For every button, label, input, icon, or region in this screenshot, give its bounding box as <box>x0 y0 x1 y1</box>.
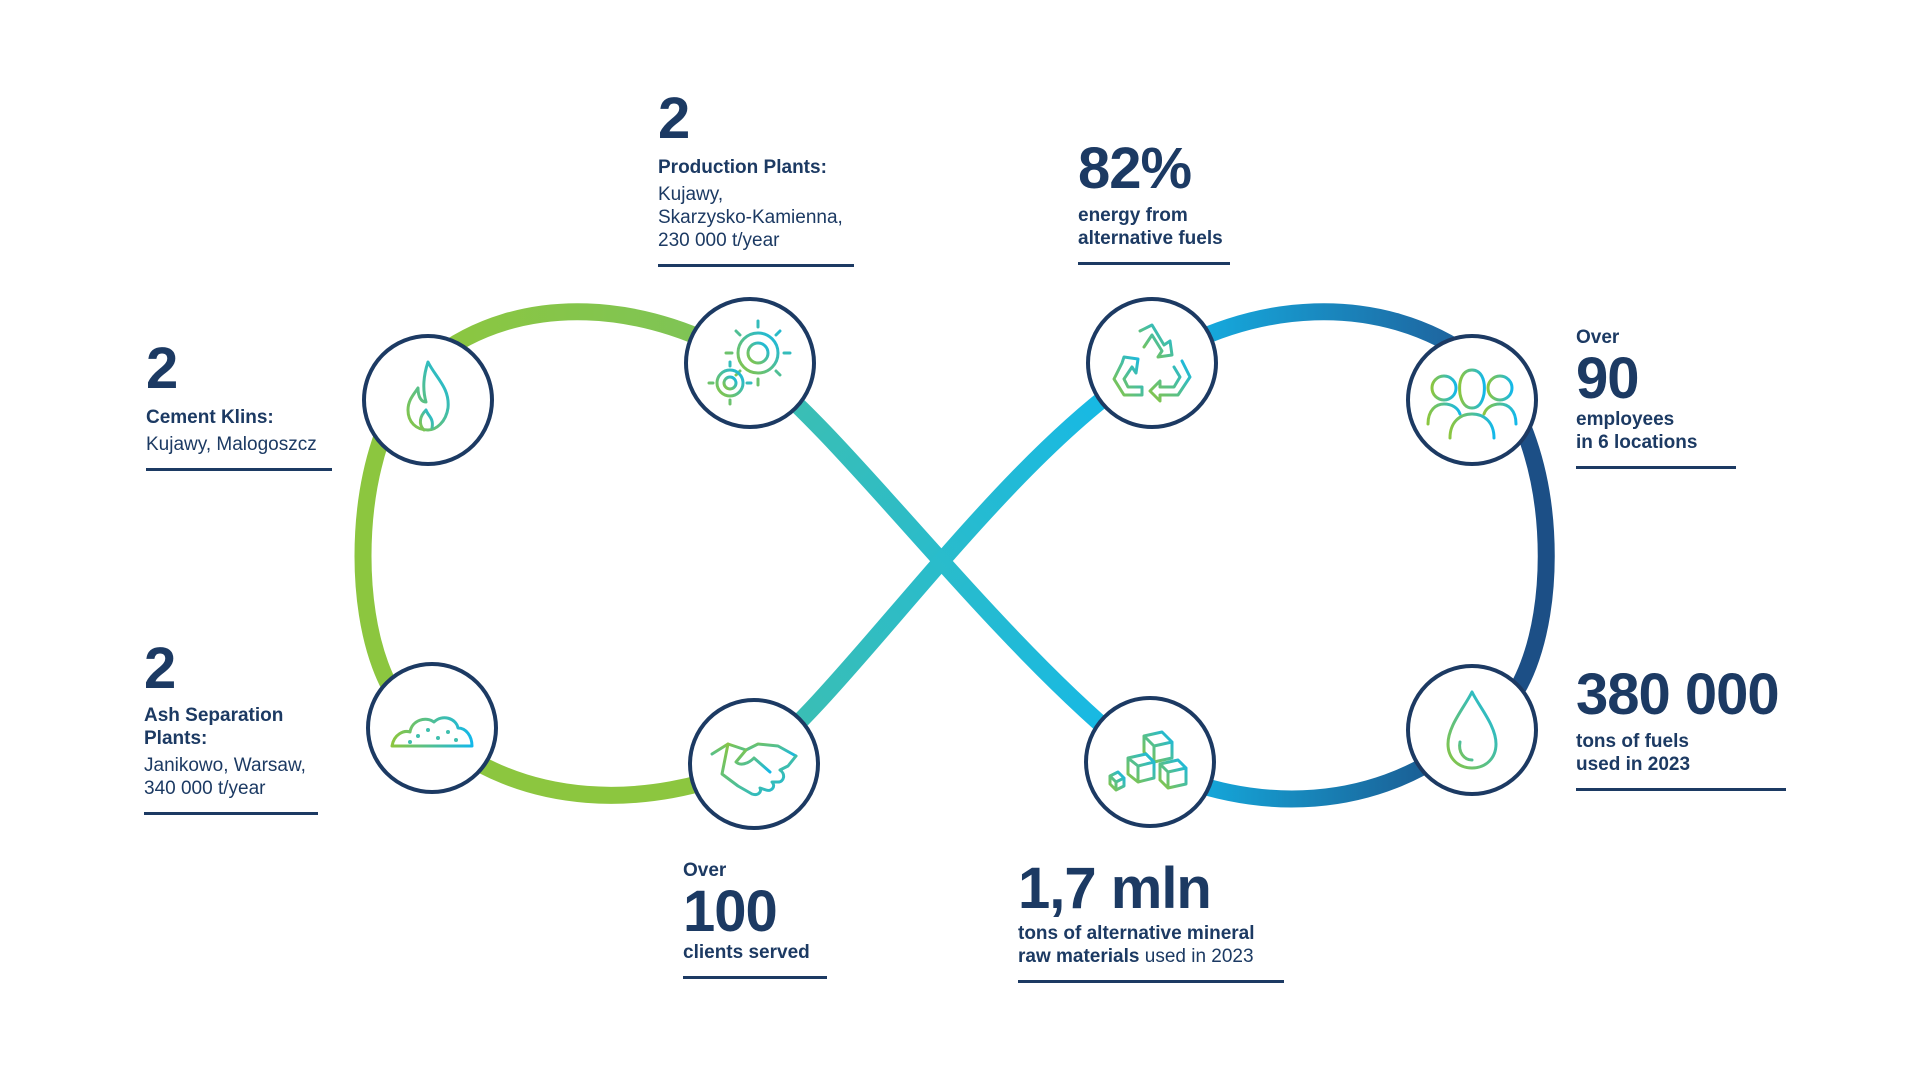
stat-employees-label-2: in 6 locations <box>1576 432 1698 453</box>
stat-production-detail-2: Skarzysko-Kamienna, <box>658 207 843 228</box>
stat-minerals: 1,7 mln tons of alternative mineral raw … <box>1018 860 1284 983</box>
node-clients <box>688 698 820 830</box>
recycle-icon <box>1112 323 1192 403</box>
handshake-icon <box>710 742 798 796</box>
node-employees <box>1406 334 1538 466</box>
stat-production-detail-3: 230 000 t/year <box>658 230 780 251</box>
stat-minerals-label-2: raw materials used in 2023 <box>1018 945 1284 968</box>
stat-employees-prefix: Over <box>1576 327 1620 348</box>
stat-production-rule <box>658 264 854 267</box>
stat-employees-rule <box>1576 466 1736 469</box>
stat-energy: 82% energy from alternative fuels <box>1078 140 1230 265</box>
stat-employees-number: 90 <box>1576 346 1640 411</box>
stat-energy-label-1: energy from <box>1078 205 1188 226</box>
stat-cement-title: Cement Klins: <box>146 407 274 428</box>
flame-icon <box>400 360 456 438</box>
stat-production-number: 2 <box>658 86 690 151</box>
stat-energy-rule <box>1078 262 1230 265</box>
stat-minerals-rule <box>1018 980 1284 983</box>
stat-ash-plants: 2 Ash Separation Plants: Janikowo, Warsa… <box>144 640 318 815</box>
stat-minerals-label-2-bold: raw materials <box>1018 946 1140 967</box>
stat-ash-number: 2 <box>144 636 176 701</box>
stat-minerals-label-2-rest: used in 2023 <box>1139 946 1254 967</box>
node-cement <box>362 334 494 466</box>
stat-fuels-label-2: used in 2023 <box>1576 754 1691 775</box>
stat-energy-label-2: alternative fuels <box>1078 228 1223 249</box>
stat-production-plants: 2 Production Plants: Kujawy, Skarzysko-K… <box>658 90 854 267</box>
people-icon <box>1426 368 1518 440</box>
stat-production-title: Production Plants: <box>658 157 827 178</box>
stat-ash-title-2: Plants: <box>144 728 208 749</box>
stat-minerals-label-1: tons of alternative mineral <box>1018 923 1255 944</box>
stat-fuels-number: 380 000 <box>1576 662 1780 727</box>
stat-clients-prefix: Over <box>683 860 727 881</box>
gears-icon <box>707 319 792 406</box>
stat-ash-detail-1: Janikowo, Warsaw, <box>144 755 306 776</box>
stat-cement-number: 2 <box>146 336 178 401</box>
stat-cement-detail: Kujawy, Malogoszcz <box>146 434 317 455</box>
stat-employees-label-1: employees <box>1576 409 1675 430</box>
stat-clients: Over 100 clients served <box>683 860 827 979</box>
stat-fuels-rule <box>1576 788 1786 791</box>
stat-minerals-number: 1,7 mln <box>1018 856 1212 921</box>
node-production <box>684 297 816 429</box>
stat-clients-rule <box>683 976 827 979</box>
stat-cement-rule <box>146 468 332 471</box>
stat-ash-title-1: Ash Separation <box>144 705 284 726</box>
node-fuels <box>1406 664 1538 796</box>
stat-clients-number: 100 <box>683 879 778 944</box>
node-ash <box>366 662 498 794</box>
stat-clients-label: clients served <box>683 942 810 963</box>
stat-fuels-label-1: tons of fuels <box>1576 731 1689 752</box>
node-energy <box>1086 297 1218 429</box>
drop-icon <box>1446 690 1498 770</box>
stat-fuels: 380 000 tons of fuels used in 2023 <box>1576 666 1786 791</box>
stat-ash-detail-2: 340 000 t/year <box>144 778 266 799</box>
stat-energy-number: 82% <box>1078 136 1192 201</box>
stat-cement-kilns: 2 Cement Klins: Kujawy, Malogoszcz <box>146 340 332 471</box>
stat-ash-rule <box>144 812 318 815</box>
stat-production-detail-1: Kujawy, <box>658 184 724 205</box>
raw-materials-icon <box>1108 730 1188 792</box>
ash-pile-icon <box>390 716 474 748</box>
node-minerals <box>1084 696 1216 828</box>
stat-employees: Over 90 employees in 6 locations <box>1576 327 1736 469</box>
